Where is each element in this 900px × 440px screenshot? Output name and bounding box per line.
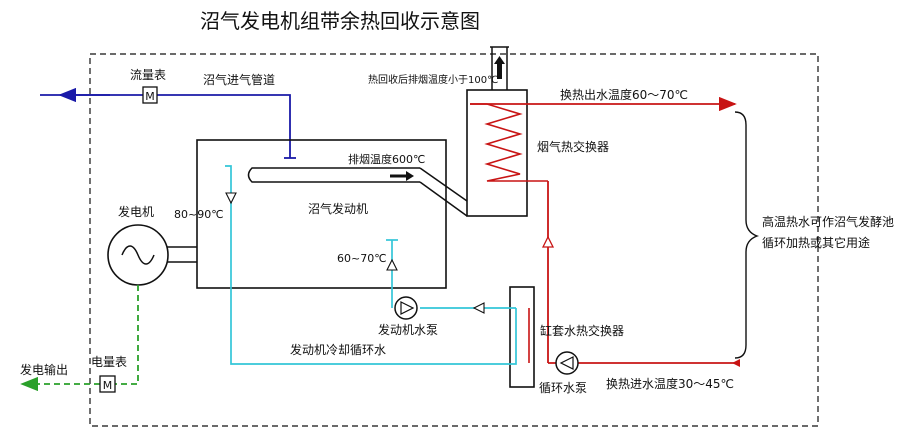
cooling-left-arrow [472, 302, 485, 314]
jacket-exchanger-label: 缸套水热交换器 [540, 323, 624, 338]
power-meter-symbol: M [103, 379, 113, 392]
generator-label: 发电机 [118, 204, 154, 219]
biogas-intake-line [40, 87, 296, 159]
engine-cooling-water-label: 发动机冷却循环水 [290, 342, 386, 357]
flow-meter-label: 流量表 [130, 68, 166, 82]
usage-note-line-2: 循环加热或其它用途 [762, 235, 870, 250]
system-boundary [89, 53, 819, 427]
exhaust-duct [247, 167, 468, 217]
jacket-water-exchanger [509, 286, 535, 388]
heating-coil [470, 103, 548, 182]
cooling-water-loop [225, 165, 517, 365]
exhaust-arrow-head [406, 171, 414, 181]
power-meter [99, 375, 116, 393]
usage-brace [734, 111, 760, 359]
cold-water-in-label: 换热进水温度30～45℃ [606, 376, 734, 391]
chimney-arrow [494, 56, 505, 79]
flow-meter [142, 86, 158, 104]
exhaust-after-recovery-label: 热回收后排烟温度小于100℃ [368, 73, 498, 86]
power-output-label: 发电输出 [20, 362, 68, 377]
flow-meter-symbol: M [145, 90, 155, 103]
power-output-line [20, 285, 139, 392]
biogas-engine [196, 139, 447, 289]
flue-gas-exchanger [466, 89, 528, 217]
generator [107, 224, 169, 286]
cooling-up-arrow [386, 258, 398, 271]
cooling-down-arrow [225, 192, 237, 205]
usage-note-line-1: 高温热水可作沼气发酵池 [762, 214, 894, 229]
biogas-pipe-label: 沼气进气管道 [203, 72, 275, 87]
power-meter-label: 电量表 [91, 355, 127, 369]
circulation-pump-label: 循环水泵 [539, 381, 587, 395]
engine-return-temp-label: 60~70℃ [337, 252, 387, 265]
engine-pump-label: 发动机水泵 [378, 322, 438, 337]
cold-water-in-arrow [732, 359, 740, 367]
circulation-pump [555, 351, 579, 375]
diagram-title: 沼气发电机组带余热回收示意图 [200, 9, 480, 33]
engine-outlet-temp-label: 80~90℃ [174, 208, 224, 221]
engine-water-pump [394, 296, 418, 320]
flue-gas-exchanger-label: 烟气热交换器 [537, 139, 609, 154]
exhaust-temp-label: 排烟温度600℃ [348, 152, 425, 166]
riser-arrow [541, 235, 555, 248]
hot-water-out-label: 换热出水温度60～70℃ [560, 87, 688, 102]
biogas-engine-label: 沼气发动机 [308, 201, 368, 216]
